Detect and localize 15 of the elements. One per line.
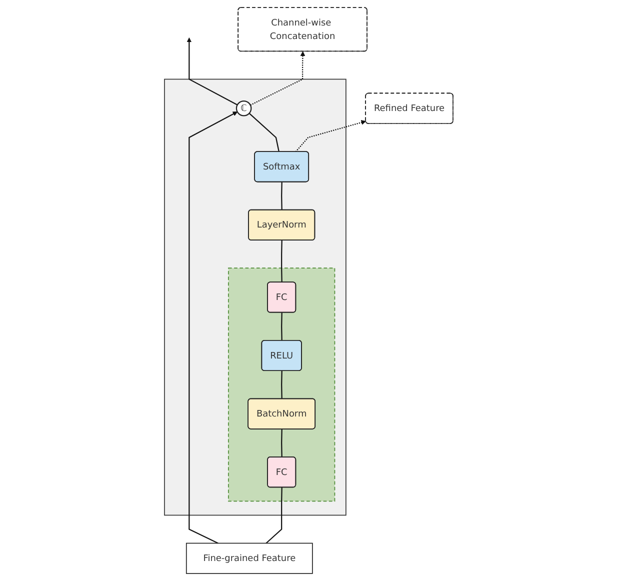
cluster	[228, 268, 336, 502]
connector	[249, 112, 280, 152]
connector	[281, 312, 283, 341]
connector	[266, 487, 283, 544]
arrow	[296, 120, 366, 152]
cluster	[164, 78, 347, 516]
connector	[281, 370, 283, 399]
arrow	[186, 38, 238, 106]
arrow	[188, 112, 238, 544]
connector	[281, 240, 283, 282]
node-circle: ℂ	[236, 100, 252, 116]
arrow	[250, 51, 306, 106]
connector	[281, 182, 283, 210]
connector	[281, 429, 283, 458]
node-box: Fine-grained Feature	[186, 542, 314, 574]
